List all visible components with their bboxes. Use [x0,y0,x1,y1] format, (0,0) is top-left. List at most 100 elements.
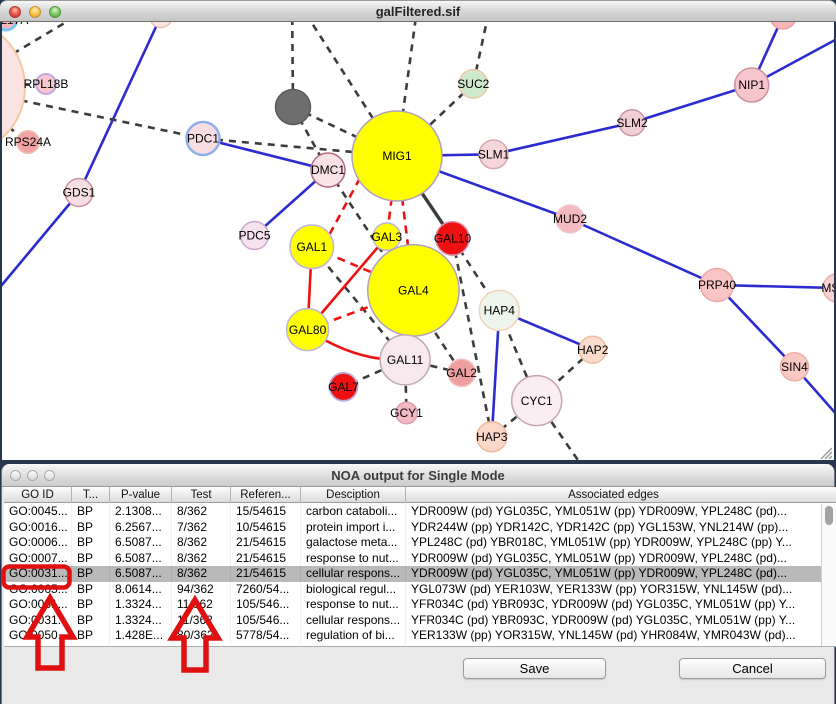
cell-r1-c0[interactable]: GO:0016... [4,519,72,535]
cell-r8-c6[interactable]: YER133W (pp) YOR315W, YNL145W (pd) YHR08… [411,628,796,642]
node-PDC5[interactable] [239,220,270,251]
cell-r3-c4[interactable]: 21/54615 [231,550,301,566]
node-GAL80[interactable] [285,307,330,352]
cell-r1-c2[interactable]: 6.2567... [110,519,172,535]
column-header-test[interactable]: Test [172,487,231,503]
edge-gray-dash-37[interactable] [490,399,538,438]
cell-r7-c3[interactable]: 11/362 [172,612,231,628]
resize-grip-icon[interactable] [819,447,832,459]
cell-r4-c4[interactable]: 21/54615 [231,566,301,582]
cell-r1-c3[interactable]: 7/362 [172,519,231,535]
cell-r6-c6[interactable]: YFR034C (pd) YBR093C, YDR009W (pd) YGL03… [411,597,796,611]
cell-r0-c0[interactable]: GO:0045... [4,504,72,520]
edge-blue-0[interactable] [77,22,161,194]
cell-r6-c4[interactable]: 105/546... [231,597,301,613]
cell-r3-c1[interactable]: BP [72,550,110,566]
cell-r4-c3[interactable]: 8/362 [172,566,231,582]
cell-r3-c5[interactable]: response to nut... [301,550,406,566]
cell-r4-c6[interactable]: YDR009W (pd) YGL035C, YML051W (pp) YDR00… [411,566,787,580]
cell-r8-c4[interactable]: 5778/54... [231,628,301,644]
cell-r6-c0[interactable]: GO:0031... [4,597,72,613]
cell-r4-c2[interactable]: 6.5087... [110,566,172,582]
node-GAL3[interactable] [372,222,402,252]
edge-gray-dash-32[interactable] [404,358,462,375]
cell-r8-c0[interactable]: GO:0050... [4,628,72,644]
cell-r6-c3[interactable]: 11/362 [172,597,231,613]
noa-zoom-button-icon[interactable] [44,470,55,481]
cell-r2-c3[interactable]: 8/362 [172,535,231,551]
edge-blue-6[interactable] [631,83,753,124]
column-header-go-id[interactable]: GO ID [4,487,72,503]
network-graph[interactable]: RPL17ARPL18BRPS24AGDS1PDC1DMC1PDC5MIG1SU… [2,22,834,460]
node-GAL2[interactable] [447,358,477,388]
cell-r5-c6[interactable]: YGL073W (pd) YER103W, YER133W (pp) YOR31… [411,581,793,596]
cell-r2-c5[interactable]: galactose meta... [301,535,406,551]
cell-r2-c0[interactable]: GO:0006... [4,535,72,551]
cancel-button[interactable]: Cancel [679,658,826,679]
node-GAL7[interactable] [328,371,359,402]
save-button[interactable]: Save [463,658,606,679]
cell-r7-c6[interactable]: YFR034C (pd) YBR093C, YDR009W (pd) YGL03… [411,612,796,627]
edge-blue-11[interactable] [716,283,834,290]
node-top-left-clipped[interactable] [2,22,19,32]
cell-r2-c6[interactable]: YPL248C (pd) YBR018C, YML051W (pp) YDR00… [411,535,792,549]
cell-r0-c5[interactable]: carbon cataboli... [301,504,406,520]
edge-gray-dash-34[interactable] [451,238,494,438]
cell-r5-c2[interactable]: 8.0614... [110,581,172,597]
network-titlebar[interactable]: galFiltered.sif [0,0,836,22]
cell-r6-c2[interactable]: 1.3324... [110,597,172,613]
cell-r8-c2[interactable]: 1.428E... [110,628,172,644]
cell-r2-c1[interactable]: BP [72,535,110,551]
cell-r0-c6[interactable]: YDR009W (pd) YGL035C, YML051W (pp) YDR00… [411,504,787,518]
cell-r0-c1[interactable]: BP [72,504,110,520]
node-GCY1[interactable] [395,401,418,425]
noa-titlebar[interactable]: NOA output for Single Mode [2,464,834,487]
cell-r0-c4[interactable]: 15/54615 [231,504,301,520]
cell-r3-c6[interactable]: YDR009W (pd) YGL035C, YML051W (pp) YDR00… [411,550,787,565]
cell-r6-c1[interactable]: BP [72,597,110,613]
node-PRP40[interactable] [699,267,735,303]
cell-r1-c6[interactable]: YDR244W (pp) YDR142C, YDR142C (pp) YGL15… [411,519,789,534]
node-HAP2[interactable] [578,335,607,364]
node-PDC1[interactable] [185,120,221,157]
noa-close-button-icon[interactable] [10,470,21,481]
cell-r4-c5[interactable]: cellular respons... [301,566,406,582]
edge-gray-dash-26[interactable] [396,82,475,157]
node-RPS24A[interactable] [16,130,40,154]
node-SLM1[interactable] [478,139,509,170]
minimize-button-icon[interactable] [29,6,41,18]
cell-r0-c3[interactable]: 8/362 [172,504,231,520]
cell-r4-c0[interactable]: GO:0031... [4,566,72,582]
edge-blue-14[interactable] [490,310,501,437]
cell-r5-c5[interactable]: biological regul... [301,581,406,597]
cell-r1-c4[interactable]: 10/54615 [231,519,301,535]
node-SIN4[interactable] [779,352,810,382]
table-scrollbar[interactable] [821,504,836,647]
column-header-referen-[interactable]: Referen... [231,487,301,503]
cell-r7-c1[interactable]: BP [72,612,110,628]
cell-r5-c0[interactable]: GO:0065... [4,581,72,597]
node-top-right-clipped[interactable] [770,22,796,30]
cell-r3-c2[interactable]: 6.5087... [110,550,172,566]
column-header-t-[interactable]: T... [72,487,110,503]
edge-blue-5[interactable] [493,121,633,156]
cell-r3-c3[interactable]: 8/362 [172,550,231,566]
edge-blue-2[interactable] [202,137,329,172]
node-GAL1[interactable] [289,224,335,270]
edge-gray-dash-16[interactable] [2,22,78,87]
zoom-button-icon[interactable] [49,6,61,18]
column-header-associated-edges[interactable]: Associated edges [568,489,659,501]
cell-r7-c5[interactable]: cellular respons... [301,612,406,628]
edge-blue-10[interactable] [569,217,718,287]
scrollbar-thumb[interactable] [825,506,833,525]
cell-r7-c0[interactable]: GO:0031... [4,612,72,628]
node-top-hidden[interactable] [150,22,173,29]
node-gray-node[interactable] [274,88,312,126]
